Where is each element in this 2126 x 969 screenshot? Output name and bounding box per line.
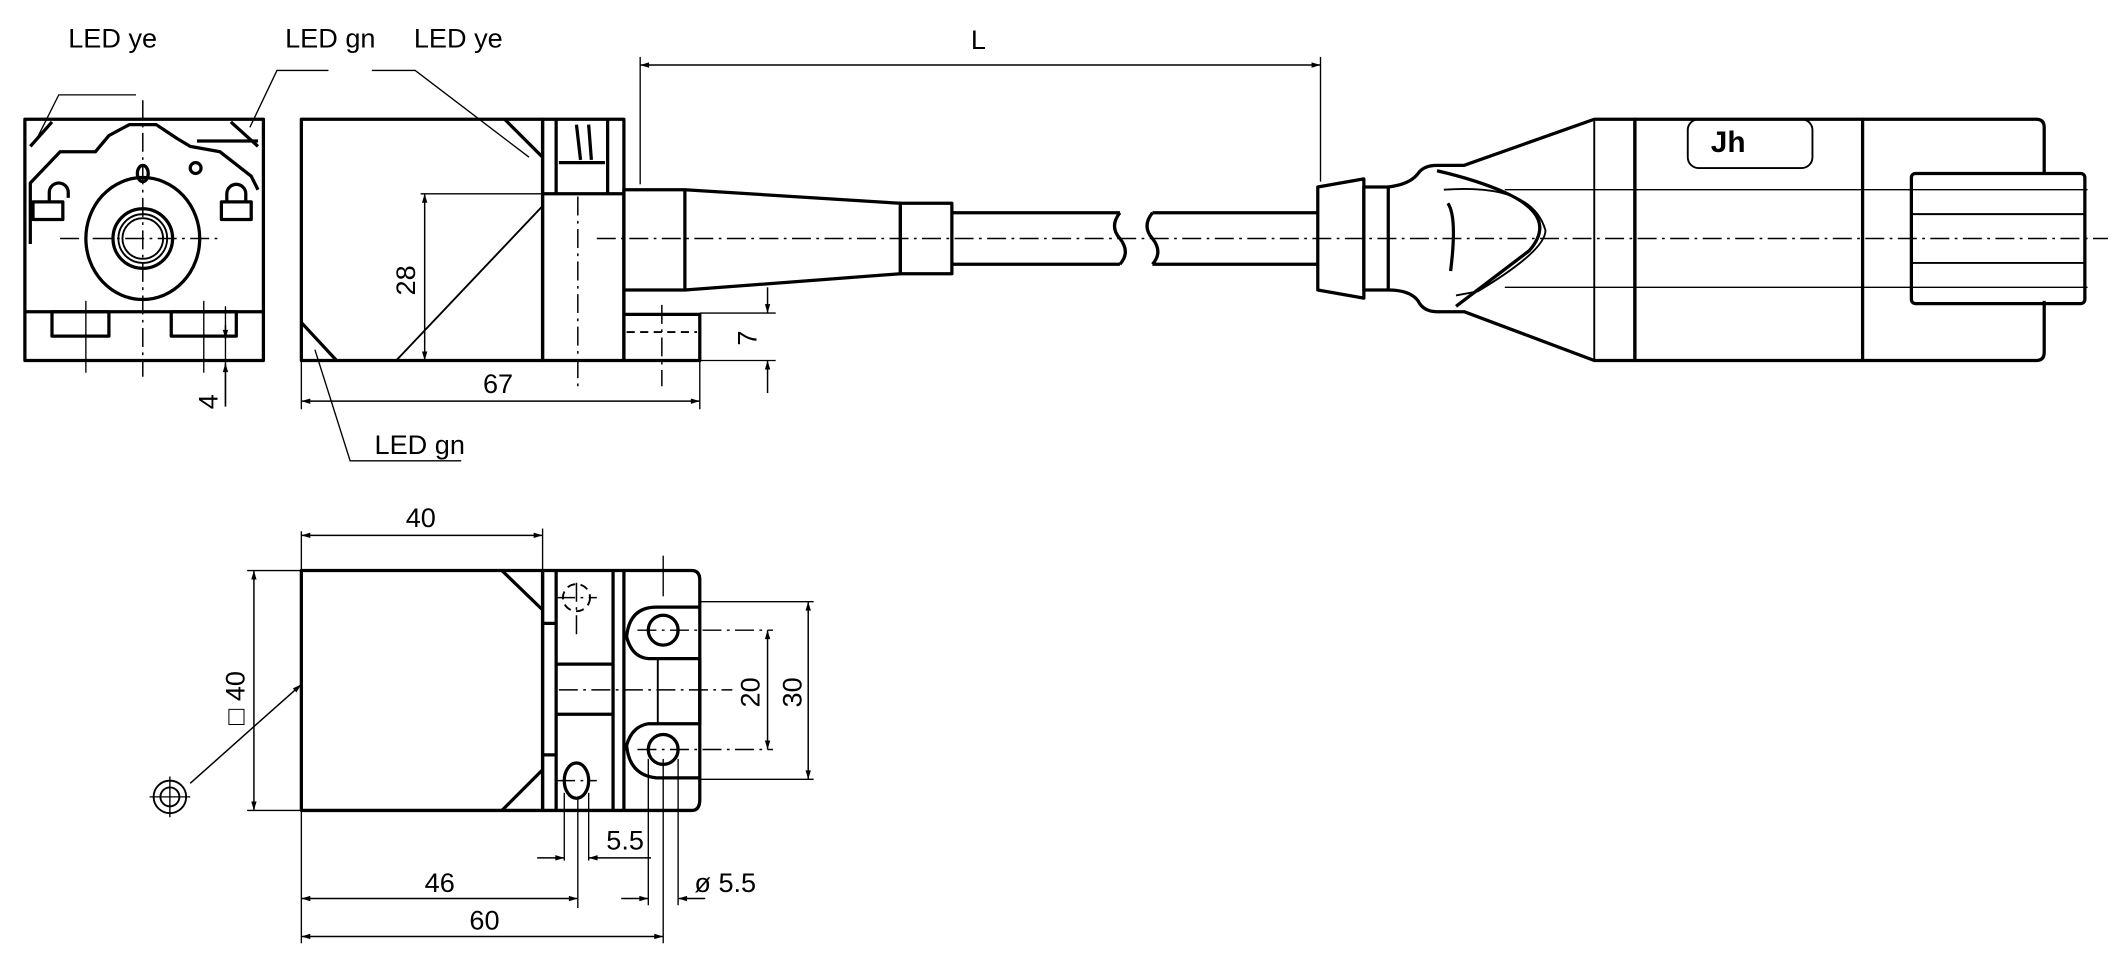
label-led-gn-front: LED gn [285, 22, 375, 53]
unlock-icon [31, 181, 70, 222]
side-view: 28 67 7 LED ye LED gn [299, 22, 776, 462]
dim-4: 4 [192, 394, 223, 409]
target-axis-icon [149, 776, 191, 818]
front-view: 4 LED ye LED gn [23, 22, 375, 409]
top-view: 40 □ 40 30 20 5.5 46 ø 5.5 60 [149, 502, 814, 944]
brand-mark-icon: Jh [1711, 126, 1746, 159]
dim-l: L [971, 24, 986, 55]
label-led-gn-side: LED gn [375, 429, 465, 460]
dim-60: 60 [469, 905, 499, 936]
dim-7: 7 [732, 331, 763, 346]
dim-67: 67 [483, 368, 513, 399]
dim-square-40: □ 40 [219, 671, 250, 725]
dim-30: 30 [776, 677, 807, 707]
dim-40: 40 [406, 502, 436, 533]
dim-dia-5-5: ø 5.5 [694, 867, 756, 898]
dim-46: 46 [425, 867, 455, 898]
label-led-ye-side: LED ye [414, 22, 503, 53]
cable: L [596, 24, 2108, 292]
dim-28: 28 [390, 265, 421, 295]
dim-slot-5-5: 5.5 [606, 825, 644, 856]
label-led-ye-front: LED ye [68, 22, 157, 53]
connector: Jh [1316, 117, 2088, 363]
lock-icon [219, 182, 253, 222]
dim-20: 20 [734, 677, 765, 707]
